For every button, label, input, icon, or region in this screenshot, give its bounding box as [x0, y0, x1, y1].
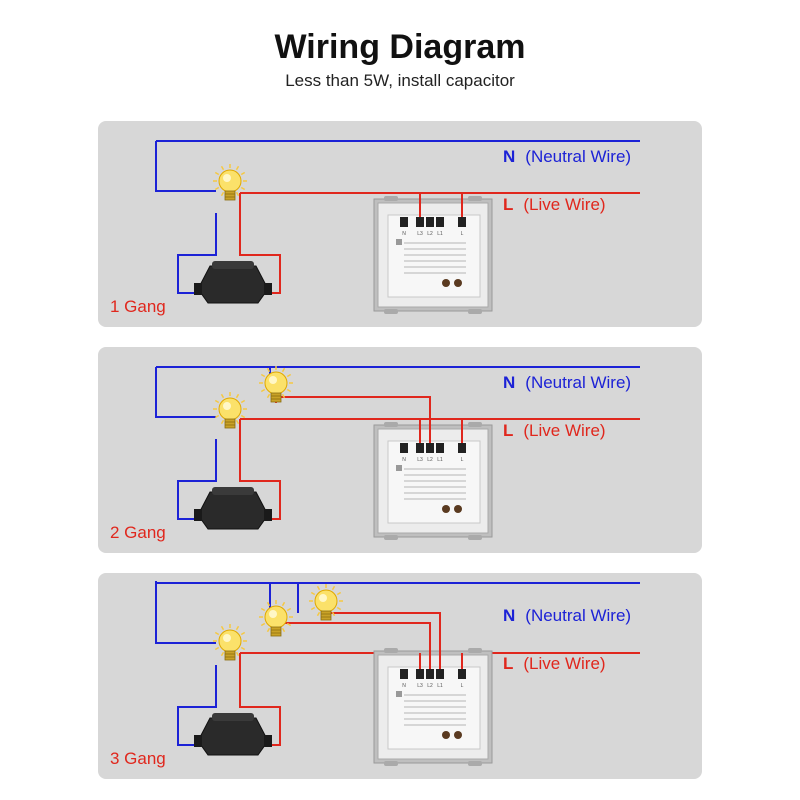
- page-title: Wiring Diagram: [274, 28, 526, 66]
- live-text: (Live Wire): [523, 421, 606, 440]
- wiring-diagram-3-gang: N L3 L2 L1 L: [155, 581, 640, 766]
- light-bulb-icon: [259, 366, 293, 403]
- neutral-wire-label: N (Neutral Wire): [503, 606, 631, 626]
- live-wire-label: L (Live Wire): [503, 654, 606, 674]
- capacitor-module: [194, 261, 272, 304]
- terminal-label: L2: [427, 457, 433, 463]
- terminal-label: L3: [417, 457, 423, 463]
- gang-label: 2 Gang: [110, 523, 166, 542]
- live-letter: L: [503, 421, 514, 440]
- neutral-wire: [155, 141, 216, 192]
- live-text: (Live Wire): [523, 654, 606, 673]
- neutral-letter: N: [503, 606, 516, 625]
- neutral-wire: [177, 665, 217, 746]
- neutral-wire: [155, 581, 216, 644]
- neutral-wire: [155, 367, 216, 418]
- wiring-diagram-2-gang: N L3 L2 L1 L: [155, 366, 640, 540]
- light-bulb-icon: [259, 600, 293, 637]
- terminal-label: L2: [427, 231, 433, 237]
- live-wire-label: L (Live Wire): [503, 195, 606, 215]
- neutral-letter: N: [503, 147, 516, 166]
- wall-switch-module: N L3 L2 L1 L: [373, 648, 493, 766]
- neutral-wire-label: N (Neutral Wire): [503, 147, 631, 167]
- light-bulb-icon: [213, 164, 247, 201]
- neutral-wire-label: N (Neutral Wire): [503, 373, 631, 393]
- live-text: (Live Wire): [523, 195, 606, 214]
- panel-2-gang: N L3 L2 L1 L N (Neutral Wire) L (Live Wire) 2 …: [98, 347, 702, 553]
- terminal-label: L3: [417, 683, 423, 689]
- terminal-label: L1: [437, 457, 443, 463]
- live-wire: [239, 653, 281, 746]
- light-bulb-icon: [213, 392, 247, 429]
- live-wire-label: L (Live Wire): [503, 421, 606, 441]
- capacitor-module: [194, 487, 272, 530]
- gang-label: 1 Gang: [110, 297, 166, 316]
- live-letter: L: [503, 654, 514, 673]
- terminal-label: L: [461, 683, 464, 689]
- neutral-wire: [177, 213, 217, 294]
- light-bulb-icon: [213, 624, 247, 661]
- neutral-letter: N: [503, 373, 516, 392]
- terminal-label: L: [461, 231, 464, 237]
- terminal-label: L1: [437, 231, 443, 237]
- live-wire: [239, 193, 281, 294]
- neutral-text: (Neutral Wire): [525, 606, 632, 625]
- terminal-label: L: [461, 457, 464, 463]
- terminal-label: N: [402, 231, 406, 237]
- panel-1-gang: N L3 L2 L1 L N (Neutral Wire) L (Live Wire) 1 …: [98, 121, 702, 327]
- panel-3-gang: N L3 L2 L1 L N (Neutral Wire) L (Live Wire) 3 …: [98, 573, 702, 779]
- capacitor-module: [194, 713, 272, 756]
- live-letter: L: [503, 195, 514, 214]
- neutral-text: (Neutral Wire): [525, 373, 632, 392]
- neutral-wire: [177, 439, 217, 520]
- terminal-label: L1: [437, 683, 443, 689]
- neutral-text: (Neutral Wire): [525, 147, 632, 166]
- gang-label: 3 Gang: [110, 749, 166, 768]
- terminal-label: L3: [417, 231, 423, 237]
- wall-switch-module: N L3 L2 L1 L: [373, 422, 493, 540]
- terminal-label: N: [402, 457, 406, 463]
- live-wire: [239, 419, 281, 520]
- wiring-diagram-1-gang: N L3 L2 L1 L: [155, 140, 640, 314]
- page-subtitle: Less than 5W, install capacitor: [285, 71, 515, 90]
- terminal-label: N: [402, 683, 406, 689]
- light-bulb-icon: [309, 584, 343, 621]
- wall-switch-module: N L3 L2 L1 L: [373, 196, 493, 314]
- terminal-label: L2: [427, 683, 433, 689]
